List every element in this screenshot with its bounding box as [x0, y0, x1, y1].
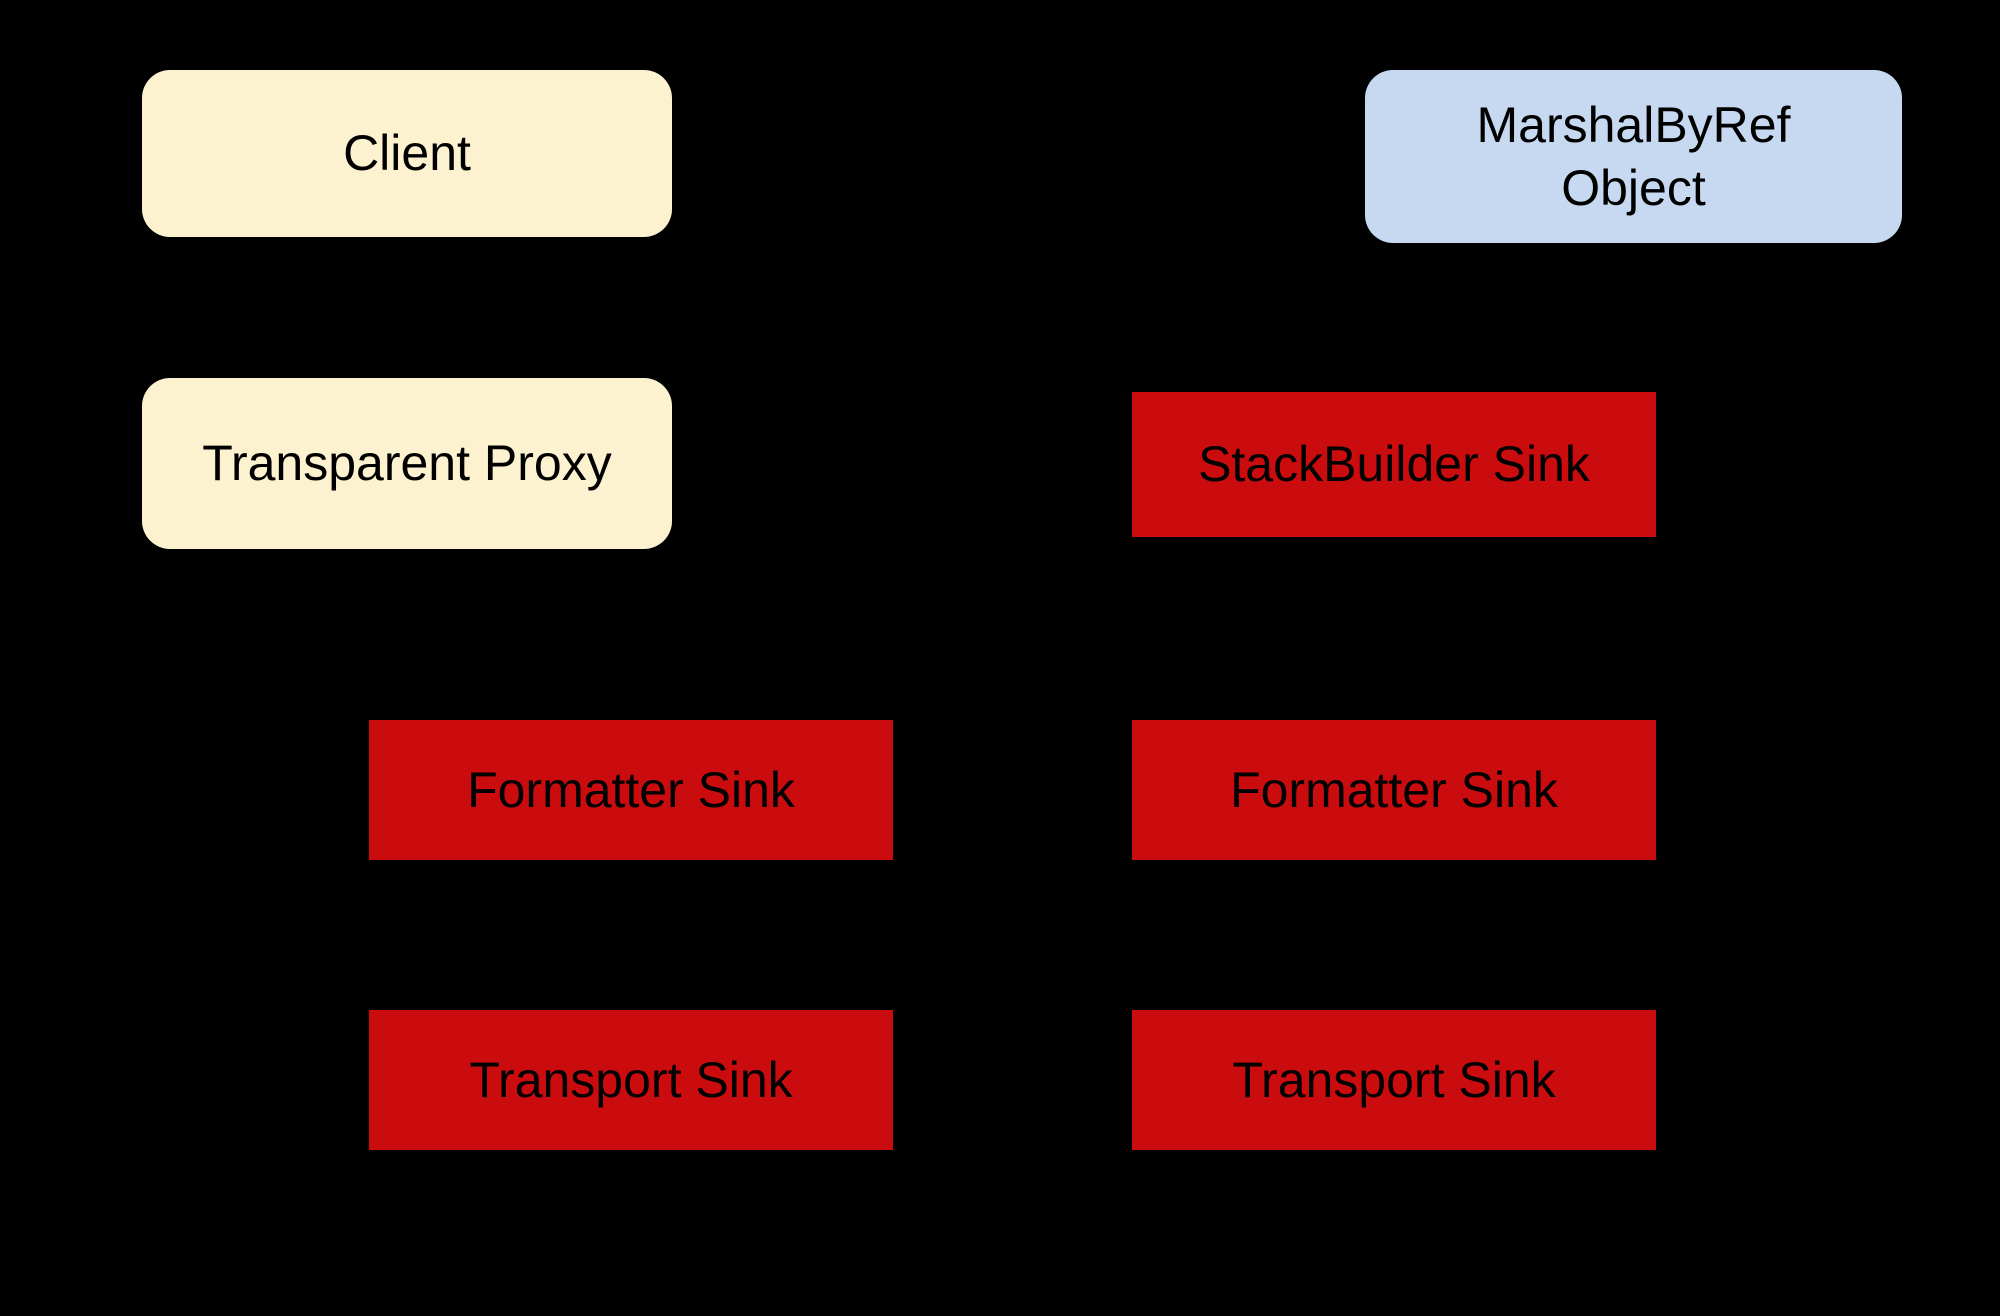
node-transport-sink-server-side: Transport Sink	[1132, 1010, 1656, 1150]
node-stackbuilder-sink-label: StackBuilder Sink	[1198, 436, 1590, 493]
node-formatter-sink-server-side-label: Formatter Sink	[1230, 761, 1558, 818]
node-client-label: Client	[343, 125, 471, 182]
node-marshalbyref-object: MarshalByRef Object	[1365, 70, 1902, 243]
node-transparent-proxy-label: Transparent Proxy	[202, 435, 612, 492]
node-stackbuilder-sink: StackBuilder Sink	[1132, 392, 1656, 537]
node-transport-sink-client-side: Transport Sink	[369, 1010, 893, 1150]
node-formatter-sink-client-side: Formatter Sink	[369, 720, 893, 860]
node-client: Client	[142, 70, 672, 237]
node-marshalbyref-object-label-line1: MarshalByRef	[1476, 97, 1791, 153]
node-marshalbyref-object-label-line2: Object	[1561, 159, 1706, 216]
node-formatter-sink-client-side-label: Formatter Sink	[467, 761, 795, 818]
node-transport-sink-server-side-label: Transport Sink	[1232, 1051, 1556, 1108]
node-transparent-proxy: Transparent Proxy	[142, 378, 672, 549]
node-formatter-sink-server-side: Formatter Sink	[1132, 720, 1656, 860]
node-transport-sink-client-side-label: Transport Sink	[469, 1051, 793, 1108]
